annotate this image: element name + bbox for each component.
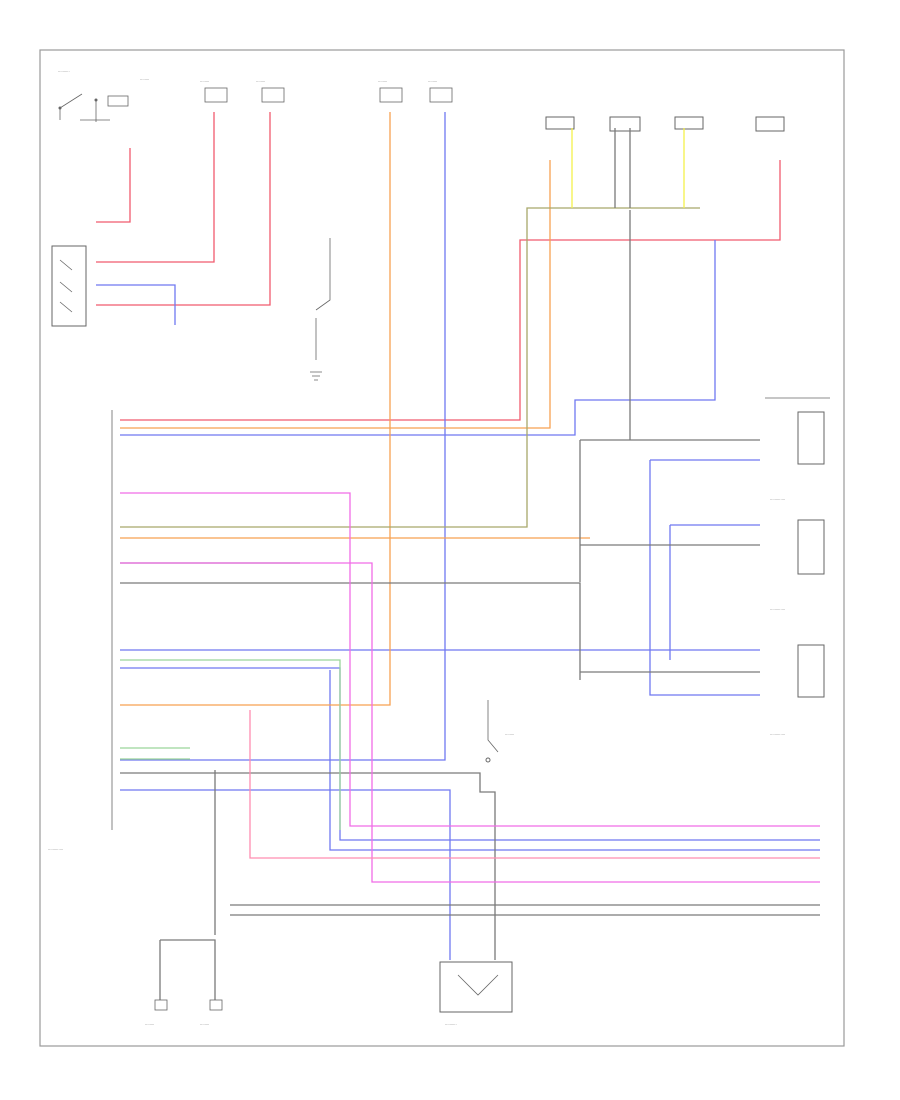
bottom-grounds: ........ ........ (145, 999, 223, 1026)
ignition-switch: .......... ........ (58, 68, 149, 122)
svg-text:.............: ............. (770, 731, 785, 736)
ecu-connector-column: ............. (48, 410, 113, 851)
ground-relay (310, 238, 331, 381)
svg-text:.............: ............. (770, 606, 785, 611)
svg-text:.............: ............. (770, 496, 785, 501)
svg-text:........: ........ (505, 731, 514, 736)
connector-left (51, 245, 87, 327)
svg-text:..........: .......... (58, 68, 70, 73)
fuse-block-left: ........ ........ (200, 78, 285, 103)
bottom-sensor: .......... (439, 961, 513, 1026)
ground-symbol-icon (310, 371, 322, 381)
fuse-block-right: ........ ........ (378, 78, 453, 103)
svg-text:........: ........ (256, 78, 265, 83)
svg-text:........: ........ (200, 78, 209, 83)
svg-text:........: ........ (428, 78, 437, 83)
svg-text:........: ........ (378, 78, 387, 83)
svg-text:........: ........ (145, 1021, 154, 1026)
wires (96, 112, 820, 1000)
svg-text:..........: .......... (445, 1021, 457, 1026)
connector-pin-icon (545, 116, 575, 130)
svg-text:........: ........ (200, 1021, 209, 1026)
center-sensor: ........ (485, 700, 514, 763)
svg-text:........: ........ (140, 76, 149, 81)
right-modules: ............. ............. ............… (765, 397, 830, 736)
svg-text:.............: ............. (48, 846, 63, 851)
switch-contact-icon (59, 93, 110, 122)
sensor-connectors-top (545, 116, 785, 132)
diagram-frame (39, 49, 845, 1047)
